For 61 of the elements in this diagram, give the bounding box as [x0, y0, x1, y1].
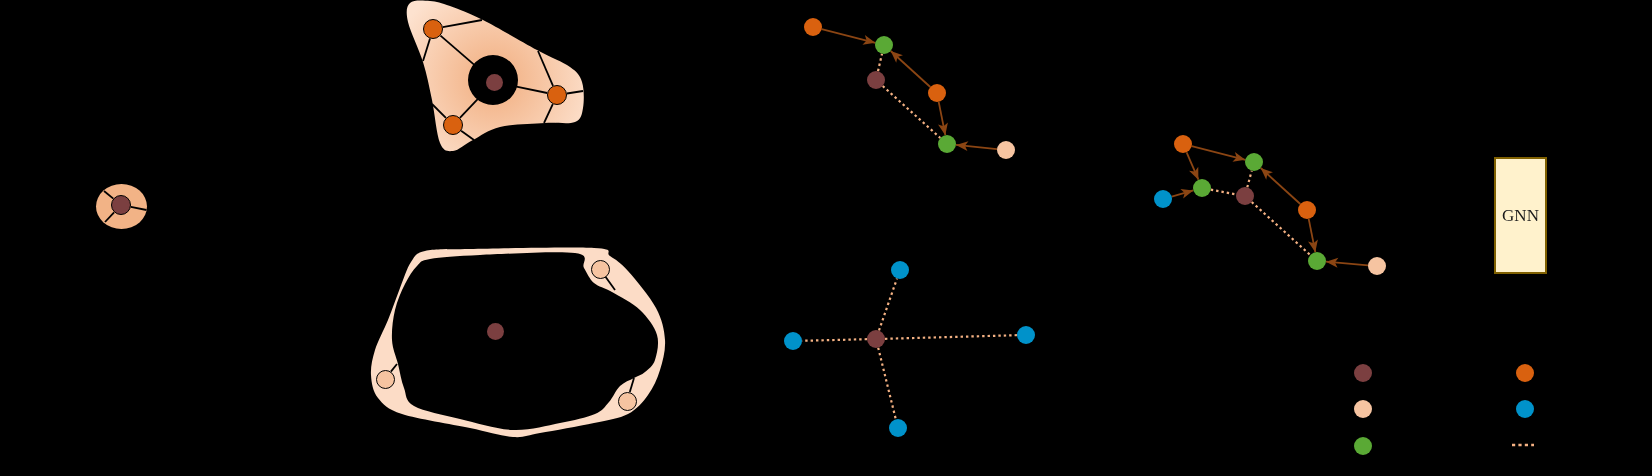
- neighborhood-region: [406, 0, 585, 153]
- connector-line: [129, 206, 148, 211]
- dotted-connector: [1250, 201, 1312, 256]
- process-box: GNN: [1494, 157, 1547, 274]
- graph-node: [1368, 257, 1386, 275]
- legend-swatch: [1354, 364, 1372, 382]
- arrow: [937, 100, 948, 137]
- graph-node: [997, 141, 1015, 159]
- connector-line: [566, 90, 584, 95]
- neighborhood-region: [369, 246, 667, 439]
- connector-line: [604, 275, 616, 291]
- arrow: [1170, 188, 1195, 199]
- arrow: [1307, 217, 1318, 254]
- graph-node: [928, 84, 946, 102]
- arrow: [1185, 151, 1200, 181]
- graph-node: [804, 18, 822, 36]
- graph-node: [1245, 153, 1263, 171]
- arrow: [955, 141, 998, 152]
- graph-node: [1308, 252, 1326, 270]
- connector-line: [422, 37, 431, 62]
- dotted-connector: [877, 278, 899, 331]
- dotted-connector: [884, 334, 1018, 340]
- dotted-connector: [1210, 188, 1237, 196]
- neighborhood-region: [96, 184, 147, 229]
- graph-node: [867, 71, 885, 89]
- dotted-connector: [876, 53, 884, 72]
- arrow: [1259, 167, 1302, 205]
- dotted-connector: [877, 347, 897, 420]
- graph-node: [1154, 190, 1172, 208]
- graph-node: [867, 330, 885, 348]
- arrow: [820, 28, 877, 45]
- connector-line: [390, 363, 398, 373]
- connector-line: [103, 190, 115, 200]
- graph-node: [889, 419, 907, 437]
- arrow: [1325, 257, 1369, 268]
- graph-node: [1193, 179, 1211, 197]
- dotted-connector: [1246, 170, 1253, 188]
- graph-node: [938, 135, 956, 153]
- graph-node: [1174, 135, 1192, 153]
- arrow: [889, 50, 932, 88]
- connector-line: [460, 129, 475, 141]
- graph-node: [1236, 187, 1254, 205]
- graph-node: [1017, 326, 1035, 344]
- graph-node: [486, 322, 504, 340]
- connector-line: [543, 103, 554, 124]
- graph-node: [784, 332, 802, 350]
- graph-node: [875, 36, 893, 54]
- connector-line: [104, 211, 115, 223]
- arrow: [1190, 145, 1247, 162]
- graph-node: [891, 261, 909, 279]
- legend-swatch: [1354, 437, 1372, 455]
- dotted-connector: [881, 85, 942, 139]
- legend-swatch: [1354, 400, 1372, 418]
- connector-line: [431, 103, 447, 119]
- connector-line: [441, 19, 483, 29]
- legend-swatch: [1516, 364, 1534, 382]
- legend-swatch: [1516, 400, 1534, 418]
- graph-node: [1298, 201, 1316, 219]
- graph-node: [485, 73, 503, 91]
- connector-line: [537, 50, 554, 87]
- connector-line: [628, 377, 635, 393]
